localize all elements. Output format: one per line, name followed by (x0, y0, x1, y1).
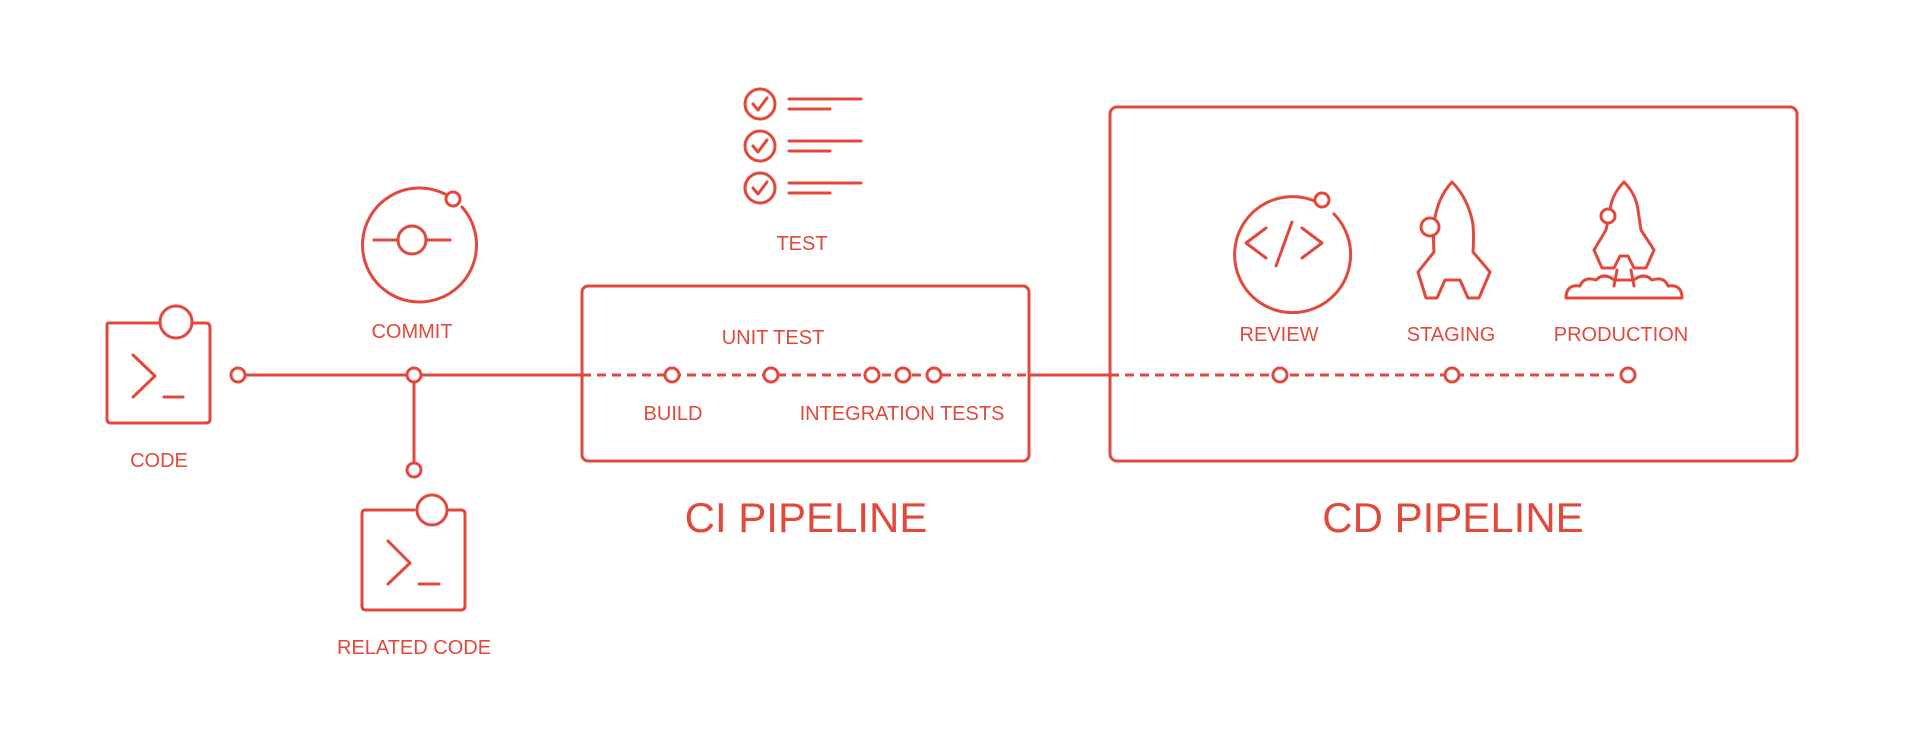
commit-step: COMMIT (361, 186, 478, 384)
code-label: CODE (130, 450, 188, 472)
git-commit-icon (361, 186, 478, 304)
related-code-label: RELATED CODE (337, 637, 491, 659)
code-node (229, 366, 247, 384)
integration-test-node (863, 366, 881, 384)
ci-pipeline-title: CI PIPELINE (685, 494, 928, 541)
review-label: REVIEW (1240, 324, 1319, 346)
checklist-icon (743, 87, 863, 205)
related-code-node (405, 461, 423, 479)
cd-pipeline-title: CD PIPELINE (1322, 494, 1583, 541)
unit-test-node (762, 366, 780, 384)
code-step: CODE (105, 304, 247, 472)
integration-test-node (894, 366, 912, 384)
integration-test-node (925, 366, 943, 384)
rocket-icon (1416, 180, 1492, 300)
review-node (1271, 366, 1289, 384)
commit-label: COMMIT (371, 321, 452, 343)
rocket-launch-icon (1564, 180, 1684, 300)
production-label: PRODUCTION (1554, 324, 1688, 346)
build-label: BUILD (644, 403, 703, 425)
integration-tests-label: INTEGRATION TESTS (800, 403, 1005, 425)
code-review-icon (1233, 191, 1353, 315)
staging-node (1443, 366, 1461, 384)
commit-node (405, 366, 423, 384)
staging-label: STAGING (1407, 324, 1496, 346)
ci-pipeline-box: UNIT TEST BUILD INTEGRATION TESTS (580, 284, 1031, 463)
unit-test-label: UNIT TEST (722, 327, 825, 349)
terminal-icon (105, 304, 212, 425)
production-node (1619, 366, 1637, 384)
test-label: TEST (776, 233, 827, 255)
terminal-icon (360, 493, 467, 612)
test-step: TEST (743, 87, 863, 255)
related-code-step: RELATED CODE (337, 461, 491, 659)
cd-pipeline-box: REVIEW STAGING PRODUCTION (1108, 105, 1799, 463)
build-node (663, 366, 681, 384)
